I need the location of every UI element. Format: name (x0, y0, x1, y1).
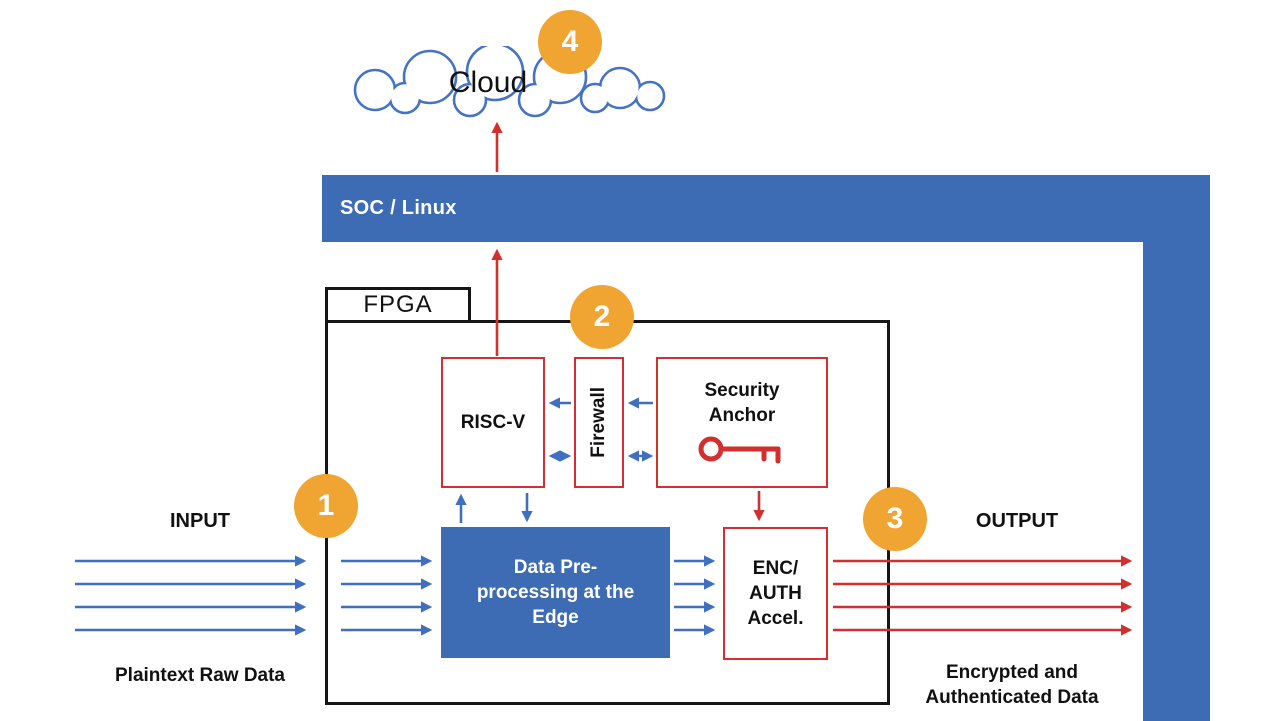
soc-linux-label: SOC / Linux (340, 197, 457, 219)
data-preprocessing-block: Data Pre- processing at the Edge (441, 527, 670, 658)
riscv-block: RISC-V (441, 357, 545, 488)
fpga-title-tab: FPGA (325, 287, 471, 323)
enc-auth-line3: Accel. (747, 608, 804, 630)
soc-linux-bar: SOC / Linux (322, 175, 1210, 242)
encrypted-caption-line2: Authenticated Data (925, 687, 1099, 708)
data-preprocessing-line3: Edge (532, 607, 579, 629)
badge-4-number: 4 (561, 25, 579, 58)
plaintext-caption: Plaintext Raw Data (115, 665, 285, 686)
badge-3-number: 3 (886, 502, 904, 535)
cloud-shape: Cloud (330, 42, 680, 118)
soc-linux-bar-vertical (1143, 242, 1210, 721)
step-badge-3: 3 (863, 487, 927, 551)
step-badge-1: 1 (294, 474, 358, 538)
security-anchor-label-line2: Anchor (708, 405, 776, 426)
encrypted-caption-line1: Encrypted and (946, 662, 1078, 683)
enc-auth-line2: AUTH (749, 582, 802, 604)
data-preprocessing-line1: Data Pre- (513, 556, 598, 578)
step-badge-4: 4 (538, 10, 602, 74)
input-label: INPUT (170, 510, 230, 532)
firewall-label: Firewall (588, 387, 610, 458)
riscv-label: RISC-V (460, 411, 526, 433)
step-badge-2: 2 (570, 285, 634, 349)
cloud-label: Cloud (448, 66, 528, 99)
fpga-label: FPGA (363, 291, 433, 318)
output-label: OUTPUT (975, 510, 1059, 532)
security-anchor-block: Security Anchor (656, 357, 828, 488)
badge-1-number: 1 (317, 489, 335, 522)
enc-auth-line1: ENC/ (752, 557, 799, 579)
enc-auth-accelerator-block: ENC/ AUTH Accel. (723, 527, 828, 660)
cloud-outline-icon (353, 42, 666, 118)
encrypted-caption: Encrypted and Authenticated Data (888, 660, 1136, 710)
firewall-block: Firewall (574, 357, 624, 488)
badge-2-number: 2 (593, 300, 611, 333)
key-icon (698, 436, 781, 464)
data-preprocessing-line2: processing at the (476, 581, 635, 603)
security-anchor-label-line1: Security (704, 379, 780, 401)
